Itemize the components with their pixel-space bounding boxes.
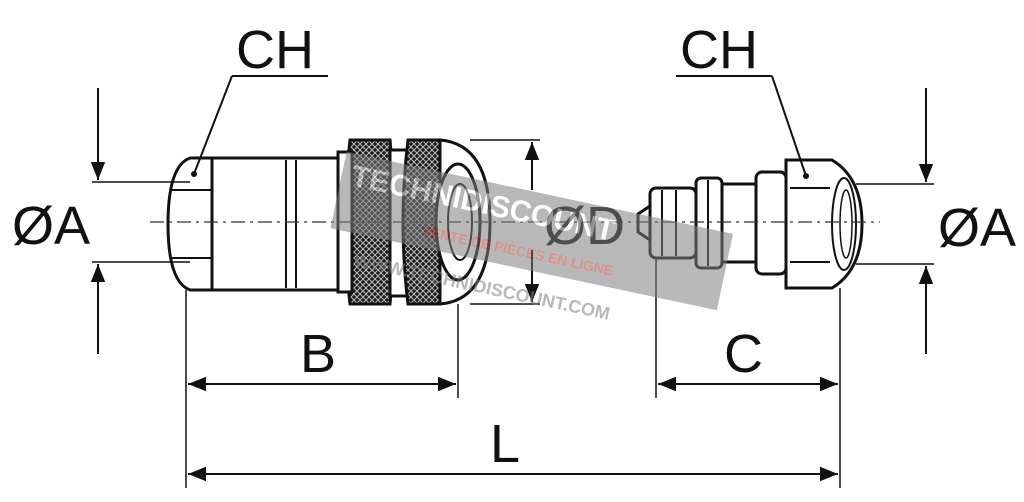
label-l: L: [490, 414, 520, 474]
label-c: C: [724, 324, 763, 384]
ch-left-dot: [191, 171, 197, 177]
label-b: B: [300, 324, 336, 384]
label-dia-a-left: ØA: [12, 196, 90, 256]
ch-right-dot: [803, 173, 809, 179]
female-hex-nut: [166, 156, 214, 292]
label-dia-a-right: ØA: [938, 198, 1016, 258]
male-nipple: [636, 158, 864, 290]
dimension-lines: [90, 75, 934, 488]
female-body: [210, 156, 340, 292]
label-ch-right: CH: [680, 20, 758, 80]
label-ch-left: CH: [236, 20, 314, 80]
